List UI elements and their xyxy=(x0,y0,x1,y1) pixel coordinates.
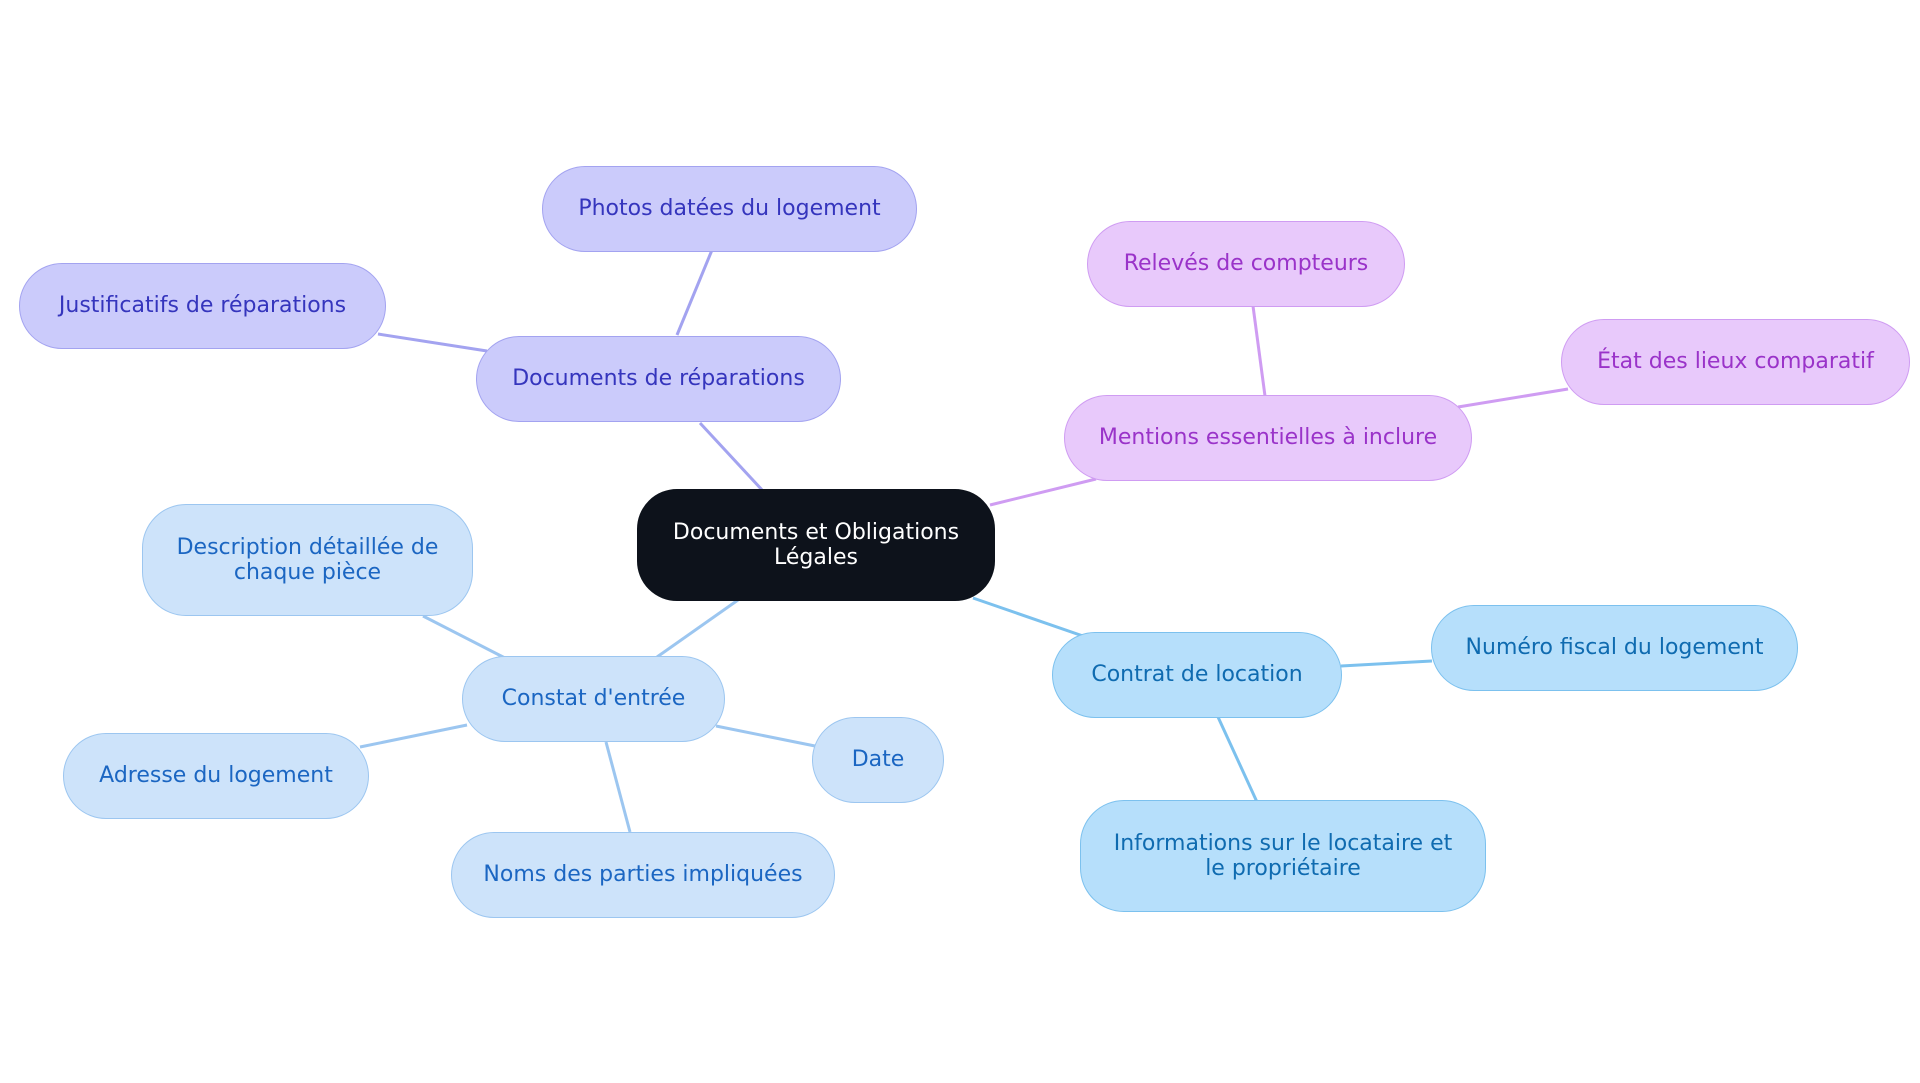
edge-center-constat xyxy=(656,598,739,659)
leaf-node-justificatifs[interactable]: Justificatifs de réparations xyxy=(19,263,386,349)
leaf-node-label: État des lieux comparatif xyxy=(1597,349,1874,375)
branch-node-contrat-de-location[interactable]: Contrat de location xyxy=(1052,632,1342,718)
edge-contrat-numero xyxy=(1340,659,1433,668)
leaf-node-label: Justificatifs de réparations xyxy=(58,293,347,319)
edge-constat-date xyxy=(715,724,816,748)
edge-constat-noms xyxy=(604,741,632,833)
leaf-node-adresse-logement[interactable]: Adresse du logement xyxy=(63,733,369,819)
center-node-label: Documents et Obligations Légales xyxy=(672,519,960,570)
branch-node-label: Mentions essentielles à inclure xyxy=(1098,425,1438,451)
leaf-node-label: Noms des parties impliquées xyxy=(483,862,803,888)
edge-center-reparations xyxy=(698,421,765,493)
edge-mentions-etat xyxy=(1457,387,1569,409)
leaf-node-informations-locataire[interactable]: Informations sur le locataire et le prop… xyxy=(1080,800,1486,912)
branch-node-label: Documents de réparations xyxy=(512,366,805,392)
leaf-node-etat-des-lieux[interactable]: État des lieux comparatif xyxy=(1561,319,1910,405)
branch-node-label: Contrat de location xyxy=(1091,662,1303,688)
leaf-node-numero-fiscal[interactable]: Numéro fiscal du logement xyxy=(1431,605,1798,691)
leaf-node-description-detaillee[interactable]: Description détaillée de chaque pièce xyxy=(142,504,473,616)
leaf-node-date[interactable]: Date xyxy=(812,717,944,803)
branch-node-constat-entree[interactable]: Constat d'entrée xyxy=(462,656,725,742)
edge-reparations-justificatifs xyxy=(377,332,488,353)
leaf-node-photos-datees[interactable]: Photos datées du logement xyxy=(542,166,917,252)
edge-constat-adresse xyxy=(359,723,468,749)
edge-constat-description xyxy=(422,614,506,660)
leaf-node-label: Relevés de compteurs xyxy=(1123,251,1369,277)
leaf-node-noms-parties[interactable]: Noms des parties impliquées xyxy=(451,832,835,918)
edge-contrat-informations xyxy=(1216,716,1259,803)
edge-reparations-photos xyxy=(675,249,714,336)
edge-mentions-releves xyxy=(1251,305,1267,397)
leaf-node-label: Description détaillée de chaque pièce xyxy=(176,534,439,585)
edge-center-mentions xyxy=(989,477,1097,507)
leaf-node-label: Date xyxy=(851,747,905,773)
leaf-node-label: Adresse du logement xyxy=(99,763,333,789)
center-node[interactable]: Documents et Obligations Légales xyxy=(637,489,995,601)
branch-node-mentions-essentielles[interactable]: Mentions essentielles à inclure xyxy=(1064,395,1472,481)
leaf-node-label: Informations sur le locataire et le prop… xyxy=(1113,830,1453,881)
branch-node-documents-de-reparations[interactable]: Documents de réparations xyxy=(476,336,841,422)
edge-center-contrat xyxy=(972,596,1084,638)
leaf-node-label: Photos datées du logement xyxy=(578,196,881,222)
leaf-node-releves-compteurs[interactable]: Relevés de compteurs xyxy=(1087,221,1405,307)
leaf-node-label: Numéro fiscal du logement xyxy=(1465,635,1764,661)
branch-node-label: Constat d'entrée xyxy=(501,686,686,712)
